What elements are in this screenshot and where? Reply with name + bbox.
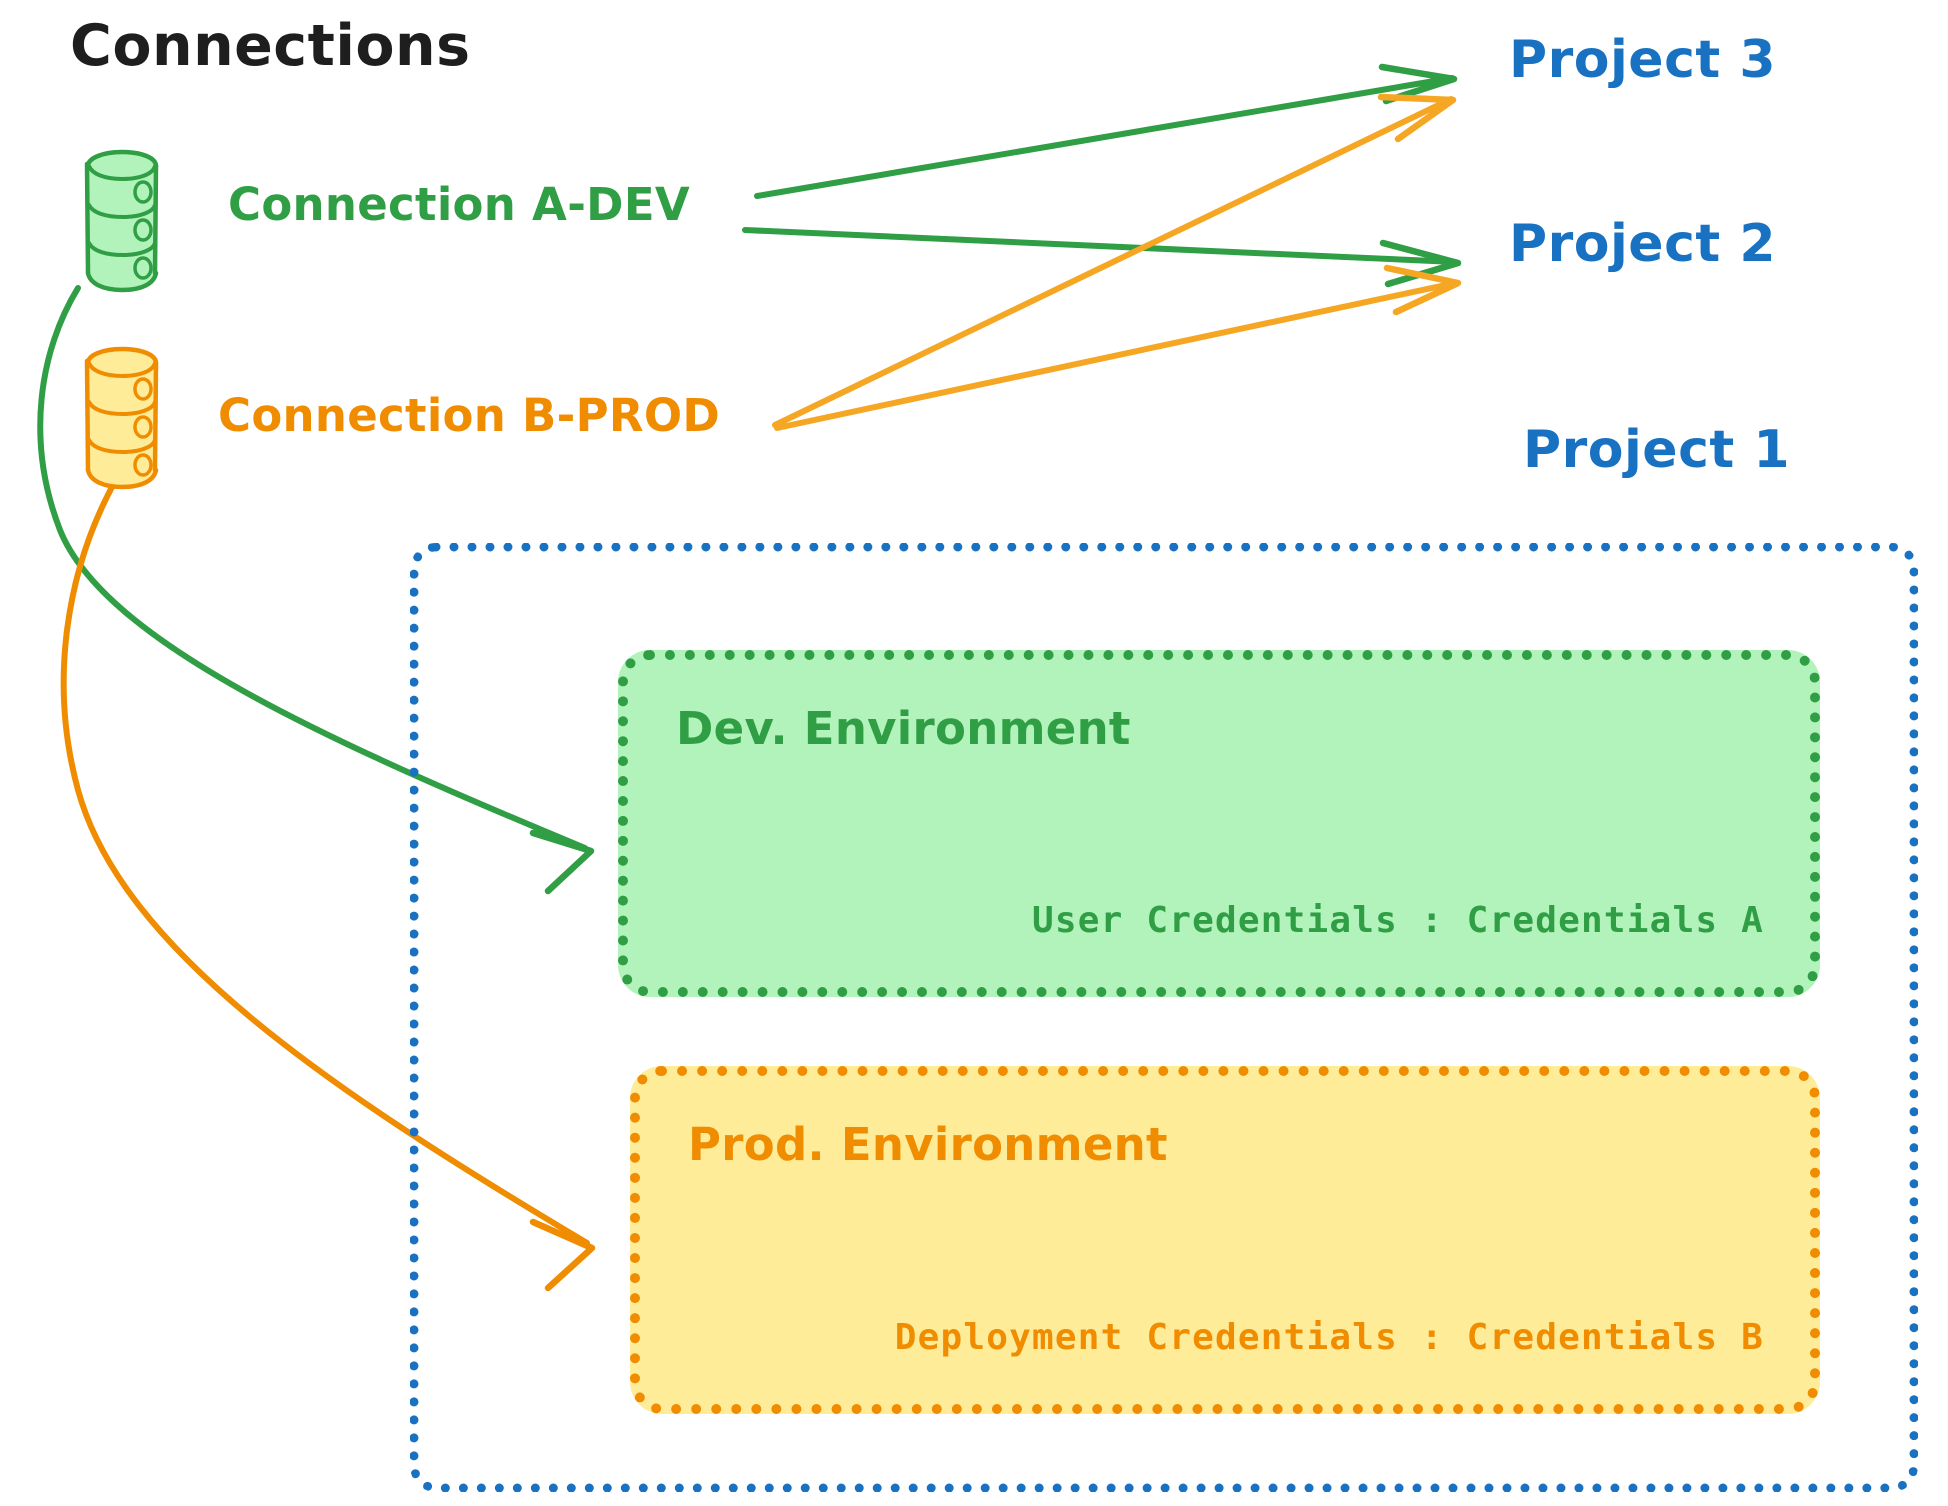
database-cylinder-icon-orange[interactable]	[84, 346, 159, 490]
dev-environment-credentials: User Credentials : Credentials A	[1032, 900, 1764, 941]
dev-environment-title: Dev. Environment	[676, 702, 1131, 755]
page-title: Connections	[70, 13, 471, 79]
project-1-container	[410, 543, 1918, 1492]
edge-a-dev-to-dev-environment	[37, 285, 595, 895]
prod-environment-title: Prod. Environment	[688, 1118, 1168, 1171]
project-label-1[interactable]: Project 1	[1523, 420, 1791, 480]
prod-environment-box[interactable]: Prod. Environment Deployment Credentials…	[630, 1066, 1820, 1414]
edge-b-prod-to-project-3	[772, 93, 1457, 428]
prod-environment-credentials: Deployment Credentials : Credentials B	[894, 1317, 1764, 1358]
connection-label-b-prod[interactable]: Connection B-PROD	[218, 389, 721, 442]
connection-label-a-dev[interactable]: Connection A-DEV	[228, 178, 690, 231]
edge-a-dev-to-project-3	[754, 63, 1458, 199]
edge-b-prod-to-prod-environment	[60, 484, 596, 1292]
dev-environment-box[interactable]: Dev. Environment User Credentials : Cred…	[618, 650, 1820, 997]
project-label-3[interactable]: Project 3	[1509, 30, 1777, 90]
edge-a-dev-to-project-2	[742, 227, 1462, 288]
database-cylinder-icon-green[interactable]	[84, 149, 159, 293]
edge-b-prod-to-project-2	[774, 264, 1462, 431]
project-label-2[interactable]: Project 2	[1509, 214, 1777, 274]
